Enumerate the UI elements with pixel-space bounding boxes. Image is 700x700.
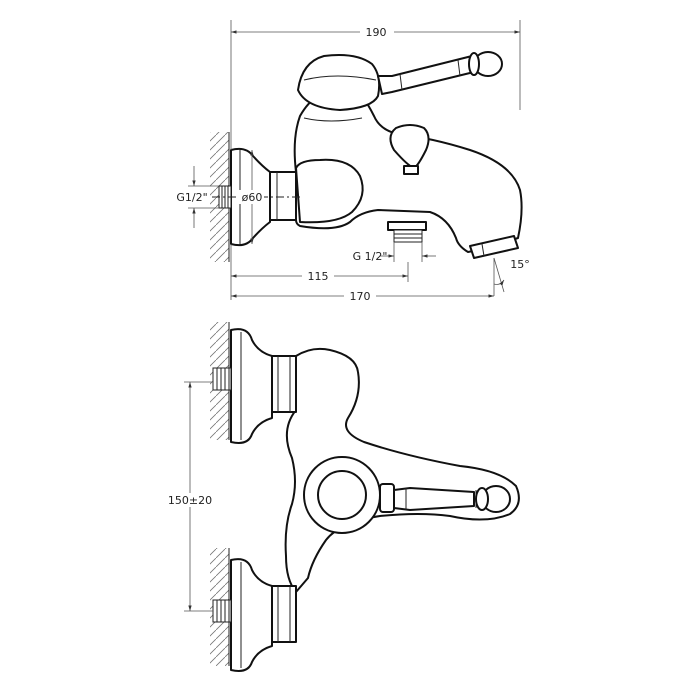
aerator-outlet-side <box>469 235 519 259</box>
dim-label-190: 190 <box>366 26 387 39</box>
dim-label-115: 115 <box>308 270 329 283</box>
dim-label-150: 150±20 <box>168 494 212 507</box>
dim-to-hose-outlet: 115 <box>230 244 409 300</box>
dim-escutcheon-diameter: ø60 <box>238 150 264 244</box>
escutcheon-top-front <box>230 328 273 444</box>
cartridge-cap-side <box>295 158 364 224</box>
dim-outlet-angle: 15° <box>493 257 530 296</box>
mixer-body-front <box>284 347 520 593</box>
lever-handle-front <box>379 483 511 513</box>
dim-label-g12-shower: G 1/2" <box>353 250 388 263</box>
dim-overall-width: 190 <box>230 20 521 150</box>
dim-label-15deg: 15° <box>510 258 530 271</box>
front-view: 150±20 <box>160 322 520 672</box>
dim-hand-shower-thread: G 1/2" <box>353 242 436 263</box>
inlet-thread-bottom-front <box>212 599 232 623</box>
connector-nut-top-front <box>271 355 297 413</box>
diverter-knob-side <box>389 124 430 175</box>
side-view: 190 G1/2" ø60 G 1/2" <box>176 20 530 303</box>
lever-handle-side <box>377 51 503 95</box>
dim-inlet-thread: G1/2" <box>176 166 219 228</box>
dim-overall-depth: 170 <box>231 288 494 303</box>
inlet-thread-top-front <box>212 367 232 391</box>
connector-nut-side <box>269 171 297 221</box>
connector-nut-bottom-front <box>271 585 297 643</box>
lever-cap-side <box>297 54 381 111</box>
escutcheon-bottom-front <box>230 558 273 672</box>
dim-label-g12-inlet: G1/2" <box>176 191 207 204</box>
dim-label-170: 170 <box>350 290 371 303</box>
dim-center-distance: 150±20 <box>160 381 218 612</box>
hand-shower-outlet-side <box>387 221 427 243</box>
dim-label-o60: ø60 <box>242 191 263 204</box>
